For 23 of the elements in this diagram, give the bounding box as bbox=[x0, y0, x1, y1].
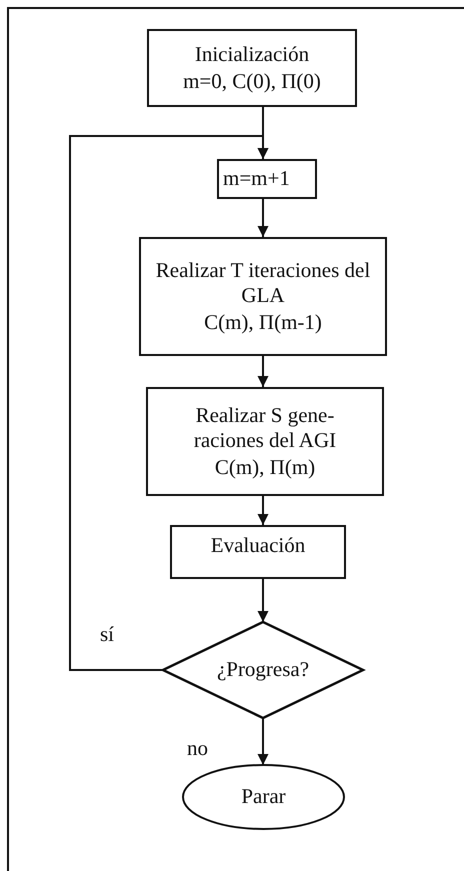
node-text: Evaluación bbox=[210, 533, 306, 558]
process-box bbox=[147, 29, 357, 107]
arrow bbox=[258, 496, 268, 525]
node-text: m=0, C(0), Π(0) bbox=[183, 69, 321, 94]
node-text: Inicialización bbox=[194, 42, 310, 67]
node-text: Realizar T iteraciones del GLA bbox=[154, 258, 372, 308]
node-text: Parar bbox=[241, 784, 286, 810]
node-text: ¿Progresa? bbox=[216, 657, 310, 683]
node-text: Realizar S gene- raciones del AGI bbox=[192, 402, 338, 454]
process-box bbox=[146, 387, 384, 496]
arrow bbox=[258, 718, 268, 765]
process-box bbox=[217, 159, 317, 199]
decision-diamond bbox=[160, 620, 366, 720]
node-text: m=m+1 bbox=[223, 166, 290, 192]
node-text: C(m), Π(m-1) bbox=[204, 310, 322, 336]
arrow bbox=[258, 579, 268, 622]
arrow bbox=[258, 199, 268, 237]
arrow bbox=[69, 135, 268, 671]
terminal-ellipse bbox=[182, 764, 345, 830]
arrow bbox=[258, 356, 268, 387]
process-box bbox=[139, 237, 387, 356]
node-text: C(m), Π(m) bbox=[214, 455, 316, 480]
process-box bbox=[170, 525, 346, 579]
